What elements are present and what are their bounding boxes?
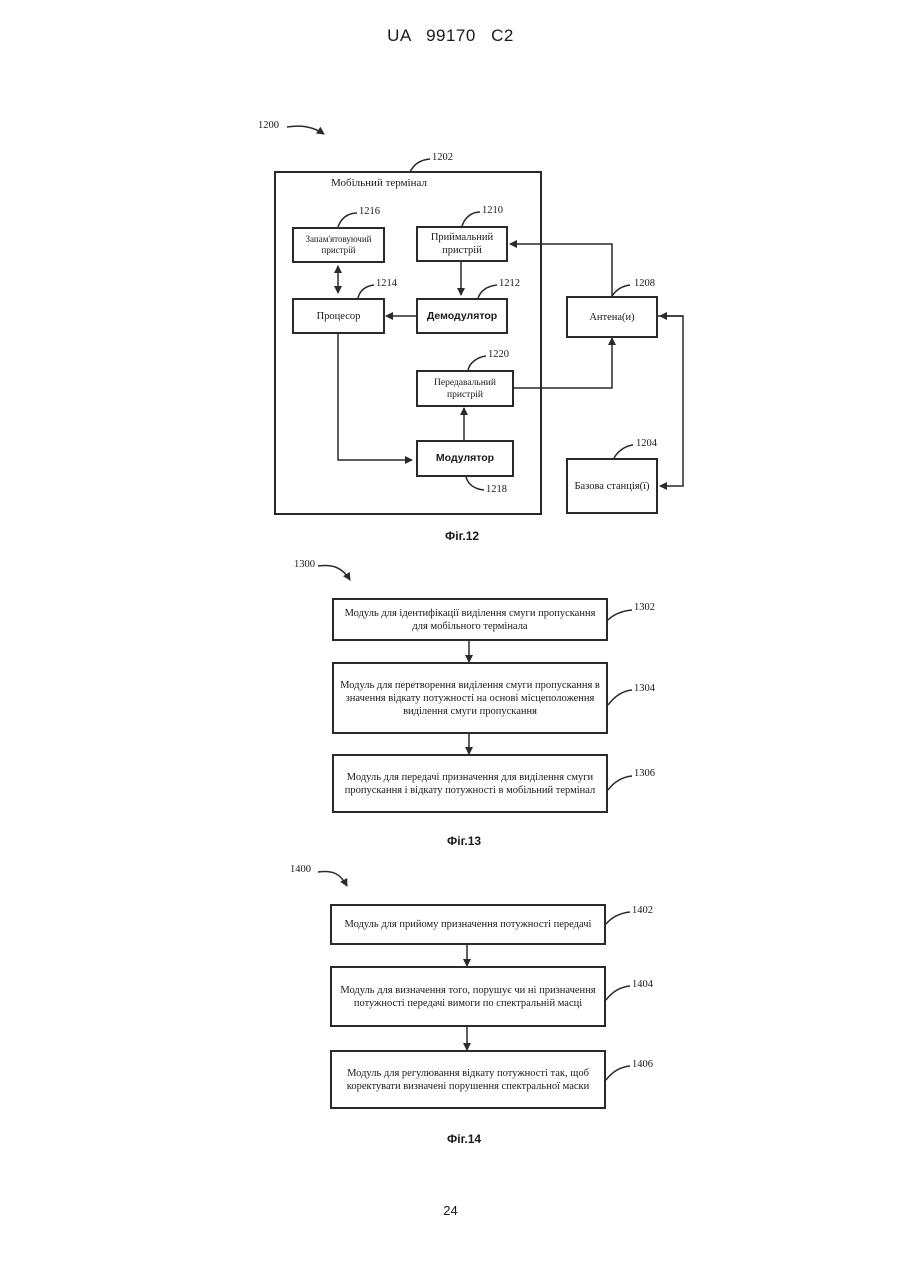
figure-14-caption: Фіг.14 (447, 1132, 481, 1146)
step-1406-label: Модуль для регулювання відкату потужност… (336, 1067, 600, 1093)
step-1302-label: Модуль для ідентифікації виділення смуги… (338, 607, 602, 633)
transmitter-block: Передавальний пристрій (416, 370, 514, 407)
ref-1400: 1400 (290, 864, 311, 875)
ref-1406: 1406 (632, 1059, 653, 1070)
demodulator-label: Демодулятор (427, 310, 497, 323)
modulator-block: Модулятор (416, 440, 514, 477)
ref-arrow-1400 (318, 871, 347, 886)
page-number: 24 (0, 1203, 901, 1218)
ref-1216: 1216 (359, 206, 380, 217)
step-1402-block: Модуль для прийому призначення потужност… (330, 904, 606, 945)
base-station-block: Базова станція(ї) (566, 458, 658, 514)
step-1304-block: Модуль для перетворення виділення смуги … (332, 662, 608, 734)
memory-block: Запам'ятовуючий пристрій (292, 227, 385, 263)
ref-1306: 1306 (634, 768, 655, 779)
leader-1406 (606, 1066, 630, 1080)
modulator-label: Модулятор (436, 452, 494, 465)
ref-1202: 1202 (432, 152, 453, 163)
leader-1306 (608, 776, 632, 790)
ref-1210: 1210 (482, 205, 503, 216)
step-1404-label: Модуль для визначення того, порушує чи н… (336, 984, 600, 1010)
ref-1200: 1200 (258, 120, 279, 131)
leader-1204 (614, 445, 633, 458)
leader-1402 (606, 912, 630, 924)
processor-block: Процесор (292, 298, 385, 334)
step-1406-block: Модуль для регулювання відкату потужност… (330, 1050, 606, 1109)
figure-13-caption: Фіг.13 (447, 834, 481, 848)
receiver-label: Приймальний пристрій (422, 231, 502, 257)
ref-1300: 1300 (294, 559, 315, 570)
ref-1402: 1402 (632, 905, 653, 916)
ref-1214: 1214 (376, 278, 397, 289)
ref-1302: 1302 (634, 602, 655, 613)
step-1306-block: Модуль для передачі призначення для виді… (332, 754, 608, 813)
mobile-terminal-label: Мобільний термінал (331, 177, 427, 189)
figure-12-caption: Фіг.12 (445, 529, 479, 543)
ref-1304: 1304 (634, 683, 655, 694)
step-1302-block: Модуль для ідентифікації виділення смуги… (332, 598, 608, 641)
leader-1304 (608, 690, 632, 705)
antenna-label: Антена(и) (589, 311, 634, 324)
leader-1208 (612, 285, 630, 296)
ref-arrow-1200 (287, 126, 324, 134)
memory-label: Запам'ятовуючий пристрій (298, 234, 379, 256)
processor-label: Процесор (317, 310, 361, 323)
ref-1404: 1404 (632, 979, 653, 990)
base-station-label: Базова станція(ї) (574, 480, 649, 493)
ref-1212: 1212 (499, 278, 520, 289)
transmitter-label: Передавальний пристрій (422, 377, 508, 401)
step-1304-label: Модуль для перетворення виділення смуги … (338, 679, 602, 718)
ref-1204: 1204 (636, 438, 657, 449)
receiver-block: Приймальний пристрій (416, 226, 508, 262)
leader-1302 (608, 610, 632, 620)
ref-arrow-1300 (318, 565, 350, 580)
ref-1218: 1218 (486, 484, 507, 495)
demodulator-block: Демодулятор (416, 298, 508, 334)
antenna-basestation-link (658, 316, 683, 486)
step-1402-label: Модуль для прийому призначення потужност… (345, 918, 592, 931)
step-1404-block: Модуль для визначення того, порушує чи н… (330, 966, 606, 1027)
step-1306-label: Модуль для передачі призначення для виді… (338, 771, 602, 797)
ref-1220: 1220 (488, 349, 509, 360)
ref-1208: 1208 (634, 278, 655, 289)
leader-1404 (606, 986, 630, 1000)
antenna-block: Антена(и) (566, 296, 658, 338)
